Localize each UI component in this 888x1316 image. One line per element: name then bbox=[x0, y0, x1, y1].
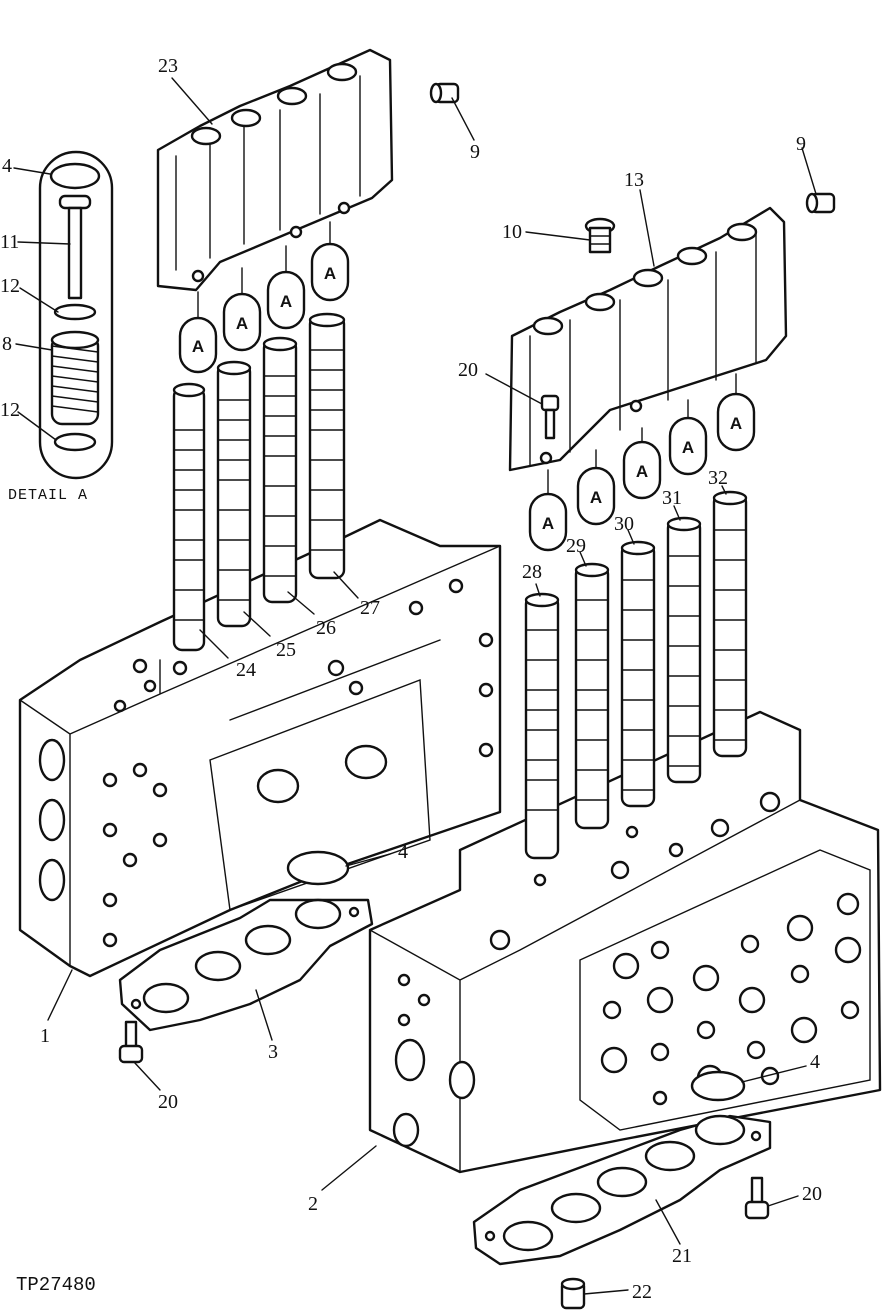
callout-a-4: A bbox=[310, 242, 350, 302]
callout-13: 13 bbox=[624, 169, 644, 191]
callout-a-8: A bbox=[668, 416, 708, 476]
callout-29: 29 bbox=[566, 535, 586, 557]
callout-1: 1 bbox=[40, 1025, 50, 1047]
callout-27: 27 bbox=[360, 597, 380, 619]
detail-pin-head bbox=[58, 194, 92, 210]
spool-25 bbox=[216, 360, 252, 628]
callout-9-upper: 9 bbox=[470, 141, 480, 163]
detail-pin-shaft bbox=[67, 206, 83, 300]
callout-a-2: A bbox=[222, 292, 262, 352]
callout-a-9: A bbox=[716, 392, 756, 452]
callout-4-right: 4 bbox=[810, 1051, 820, 1073]
callout-a-1: A bbox=[178, 316, 218, 374]
callout-12-top: 12 bbox=[0, 275, 20, 297]
callout-11: 11 bbox=[0, 231, 19, 253]
detail-spring bbox=[50, 330, 100, 426]
leader-lines bbox=[13, 77, 817, 1295]
callout-4-detail: 4 bbox=[2, 155, 12, 177]
cover-13 bbox=[508, 206, 788, 472]
svg-text:A: A bbox=[590, 488, 602, 507]
detail-a-group: DETAIL A bbox=[8, 150, 114, 504]
callout-a-5: A bbox=[528, 492, 568, 552]
callout-28: 28 bbox=[522, 561, 542, 583]
detail-a-label: DETAIL A bbox=[8, 487, 88, 504]
callout-20-right: 20 bbox=[802, 1183, 822, 1205]
callout-30: 30 bbox=[614, 513, 634, 535]
plug-22 bbox=[560, 1277, 586, 1310]
detail-oring bbox=[49, 162, 101, 190]
callout-23: 23 bbox=[158, 55, 178, 77]
svg-text:A: A bbox=[324, 264, 336, 283]
spool-28 bbox=[524, 592, 560, 860]
callout-21: 21 bbox=[672, 1245, 692, 1267]
callout-20-left: 20 bbox=[158, 1091, 178, 1113]
oring-4-left bbox=[286, 850, 350, 886]
flange-21 bbox=[472, 1114, 772, 1266]
callout-a-7: A bbox=[622, 440, 662, 500]
callout-a-3: A bbox=[266, 270, 306, 330]
spool-32 bbox=[712, 490, 748, 758]
cover-23 bbox=[156, 48, 394, 292]
callout-9-right: 9 bbox=[796, 133, 806, 155]
spool-29 bbox=[574, 562, 610, 830]
flange-3 bbox=[118, 898, 374, 1032]
callout-3: 3 bbox=[268, 1041, 278, 1063]
callout-12-bottom: 12 bbox=[0, 399, 20, 421]
detail-a-outline bbox=[38, 150, 114, 480]
callout-8: 8 bbox=[2, 333, 12, 355]
bolt-20-left bbox=[118, 1020, 144, 1064]
spool-27 bbox=[308, 312, 346, 580]
spool-30 bbox=[620, 540, 656, 808]
spool-31 bbox=[666, 516, 702, 784]
svg-text:A: A bbox=[636, 462, 648, 481]
svg-text:A: A bbox=[682, 438, 694, 457]
svg-text:A: A bbox=[192, 337, 204, 356]
callout-25: 25 bbox=[276, 639, 296, 661]
housing-1 bbox=[18, 518, 502, 978]
callout-32: 32 bbox=[708, 467, 728, 489]
spool-24 bbox=[172, 382, 206, 652]
housing-2 bbox=[368, 710, 882, 1174]
callout-24: 24 bbox=[236, 659, 256, 681]
plug-9-upper bbox=[429, 82, 460, 104]
callout-22: 22 bbox=[632, 1281, 652, 1303]
callout-20-cover: 20 bbox=[458, 359, 478, 381]
plug-10 bbox=[584, 217, 616, 254]
callout-4-left: 4 bbox=[398, 841, 408, 863]
bolt-20-right bbox=[744, 1176, 770, 1220]
callout-a-6: A bbox=[576, 466, 616, 526]
svg-text:A: A bbox=[280, 292, 292, 311]
callout-labels: 23 9 9 13 10 20 4 11 12 8 12 28 29 30 31… bbox=[0, 55, 822, 1303]
drawing-id: TP27480 bbox=[16, 1274, 96, 1296]
callout-31: 31 bbox=[662, 487, 682, 509]
svg-text:A: A bbox=[542, 514, 554, 533]
svg-text:A: A bbox=[236, 314, 248, 333]
oring-4-right bbox=[690, 1070, 746, 1102]
callout-26: 26 bbox=[316, 617, 336, 639]
callout-a-set: A A A A A A A A A bbox=[178, 242, 756, 552]
callout-2: 2 bbox=[308, 1193, 318, 1215]
spool-26 bbox=[262, 336, 298, 604]
callout-10: 10 bbox=[502, 221, 522, 243]
detail-washer-bottom bbox=[53, 432, 97, 452]
svg-text:A: A bbox=[730, 414, 742, 433]
bolt-20-cover bbox=[540, 394, 560, 440]
plug-9-right bbox=[805, 192, 836, 214]
detail-washer-top bbox=[53, 303, 97, 321]
